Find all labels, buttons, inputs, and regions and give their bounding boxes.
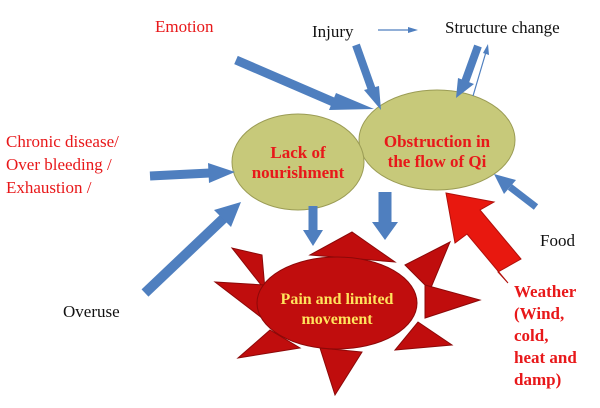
arrow-injury-to-structure-head <box>408 27 418 33</box>
arrow-overuse-head <box>214 202 241 227</box>
label-overuse: Overuse <box>63 302 120 321</box>
label-emotion: Emotion <box>155 17 214 36</box>
node-lack-line2: nourishment <box>251 163 345 182</box>
node-pain-movement: Pain and limited movement <box>262 290 412 330</box>
arrow-chronic-head <box>208 163 235 183</box>
label-weather-line3: cold, <box>514 326 549 345</box>
label-structure-change: Structure change <box>445 18 560 37</box>
arrow-structure-down <box>461 44 482 84</box>
node-lack-of-nourishment: Lack of nourishment <box>238 143 358 183</box>
pain-starburst <box>213 231 482 397</box>
arrow-weather <box>445 192 522 284</box>
label-weather-line4: heat and <box>514 348 577 367</box>
label-chronic-line1: Chronic disease/ <box>6 132 119 151</box>
arrow-chronic <box>149 168 211 181</box>
label-food: Food <box>540 231 575 250</box>
label-chronic-line2: Over bleeding / <box>6 155 112 174</box>
label-weather-line5: damp) <box>514 370 562 389</box>
node-obstruction-line1: Obstruction in <box>383 132 491 151</box>
label-weather-line1: Weather <box>514 282 577 301</box>
lack-oval <box>231 113 365 211</box>
arrow-food-head <box>494 174 516 194</box>
arrow-structure-down-head <box>456 78 474 98</box>
obstruction-oval <box>358 89 516 191</box>
arrow-injury <box>352 43 376 92</box>
node-lack-line1: Lack of <box>270 143 326 162</box>
label-injury: Injury <box>312 22 354 41</box>
node-pain-line2: movement <box>301 311 373 328</box>
arrow-injury-head <box>364 86 381 110</box>
label-weather-line2: (Wind, <box>514 304 565 323</box>
arrow-overuse <box>141 214 228 297</box>
arrow-food <box>507 184 539 210</box>
arrow-structure-up <box>472 51 487 97</box>
arrow-obstruction-down-head <box>372 222 398 240</box>
label-chronic-line3: Exhaustion / <box>6 178 92 197</box>
label-chronic-group: Chronic disease/ Over bleeding / Exhaust… <box>6 130 119 199</box>
node-obstruction-qi: Obstruction in the flow of Qi <box>362 132 512 172</box>
arrow-structure-up-head <box>483 44 489 55</box>
arrow-emotion-head <box>329 93 374 110</box>
label-weather-group: Weather (Wind, cold, heat and damp) <box>514 281 577 391</box>
node-pain-line1: Pain and limited <box>280 291 394 308</box>
node-obstruction-line2: the flow of Qi <box>387 152 487 171</box>
pain-ellipse <box>256 256 418 350</box>
arrow-emotion <box>234 55 340 109</box>
arrow-lack-down-head <box>303 230 323 246</box>
